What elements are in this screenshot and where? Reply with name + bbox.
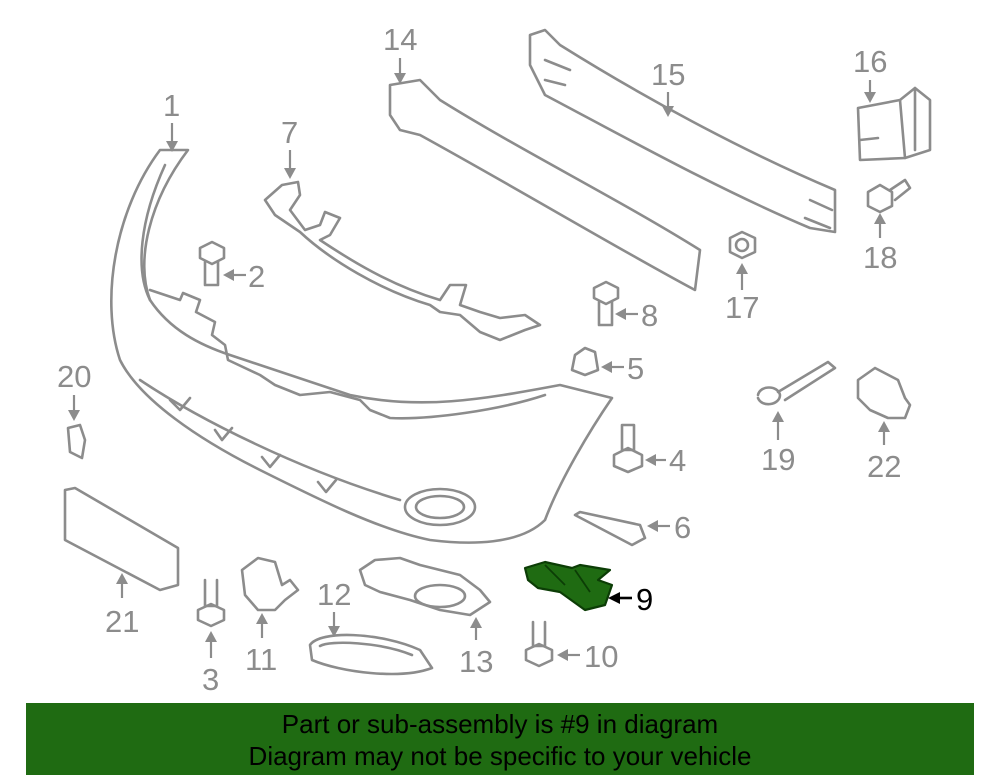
energy-absorber-part[interactable] xyxy=(388,78,702,292)
callout-9: 9 xyxy=(636,582,653,617)
callout-4: 4 xyxy=(669,443,686,478)
clip-5-part[interactable] xyxy=(570,346,600,377)
leader-lines xyxy=(68,58,890,661)
callout-22: 22 xyxy=(867,449,901,484)
bumper-fascia-part[interactable] xyxy=(110,148,614,544)
callout-20: 20 xyxy=(57,359,91,394)
bolt-3-part[interactable] xyxy=(196,578,226,628)
banner-line-1: Part or sub-assembly is #9 in diagram xyxy=(281,709,719,739)
callout-12: 12 xyxy=(317,577,351,612)
bolt-8-part[interactable] xyxy=(592,280,620,327)
parts-diagram: 1 2 3 4 5 6 7 8 9 10 11 12 13 14 15 16 1… xyxy=(57,22,932,697)
callout-17: 17 xyxy=(725,290,759,325)
callout-15: 15 xyxy=(651,57,685,92)
callout-16: 16 xyxy=(853,44,887,79)
bolt-2-part[interactable] xyxy=(198,240,226,287)
callout-8: 8 xyxy=(641,298,658,333)
callout-10: 10 xyxy=(584,639,618,674)
info-banner: Part or sub-assembly is #9 in diagram Di… xyxy=(26,703,974,775)
cap-22-part[interactable] xyxy=(856,366,912,420)
module-part[interactable] xyxy=(856,86,932,162)
nut-17-part[interactable] xyxy=(728,230,757,260)
banner-line-2: Diagram may not be specific to your vehi… xyxy=(248,741,752,771)
callout-6: 6 xyxy=(674,510,691,545)
lower-panel-part[interactable] xyxy=(63,486,180,592)
callout-18: 18 xyxy=(863,240,897,275)
callout-5: 5 xyxy=(627,351,644,386)
callout-labels: 1 2 3 4 5 6 7 8 9 10 11 12 13 14 15 16 1… xyxy=(57,22,901,697)
bracket-11-part[interactable] xyxy=(240,556,300,612)
callout-3: 3 xyxy=(202,662,219,697)
callout-1: 1 xyxy=(163,88,180,123)
callout-19: 19 xyxy=(761,442,795,477)
fog-bezel-12-part[interactable] xyxy=(308,633,434,676)
bracket-20-part[interactable] xyxy=(66,423,87,460)
callout-2: 2 xyxy=(248,259,265,294)
upper-bracket-part[interactable] xyxy=(263,180,542,342)
reinforcement-bar-part[interactable] xyxy=(528,28,837,234)
bolt-10-part[interactable] xyxy=(524,620,554,668)
bolt-4-part[interactable] xyxy=(612,423,644,474)
callout-13: 13 xyxy=(459,644,493,679)
callout-21: 21 xyxy=(105,604,139,639)
trim-6-part[interactable] xyxy=(573,510,647,547)
tow-hook-part[interactable] xyxy=(756,360,837,406)
fog-housing-13-part[interactable] xyxy=(358,556,492,617)
callout-14: 14 xyxy=(383,22,417,57)
callout-7: 7 xyxy=(281,115,298,150)
callout-11: 11 xyxy=(245,642,277,677)
bolt-18-part[interactable] xyxy=(866,178,912,214)
highlighted-part-9[interactable] xyxy=(523,560,614,612)
